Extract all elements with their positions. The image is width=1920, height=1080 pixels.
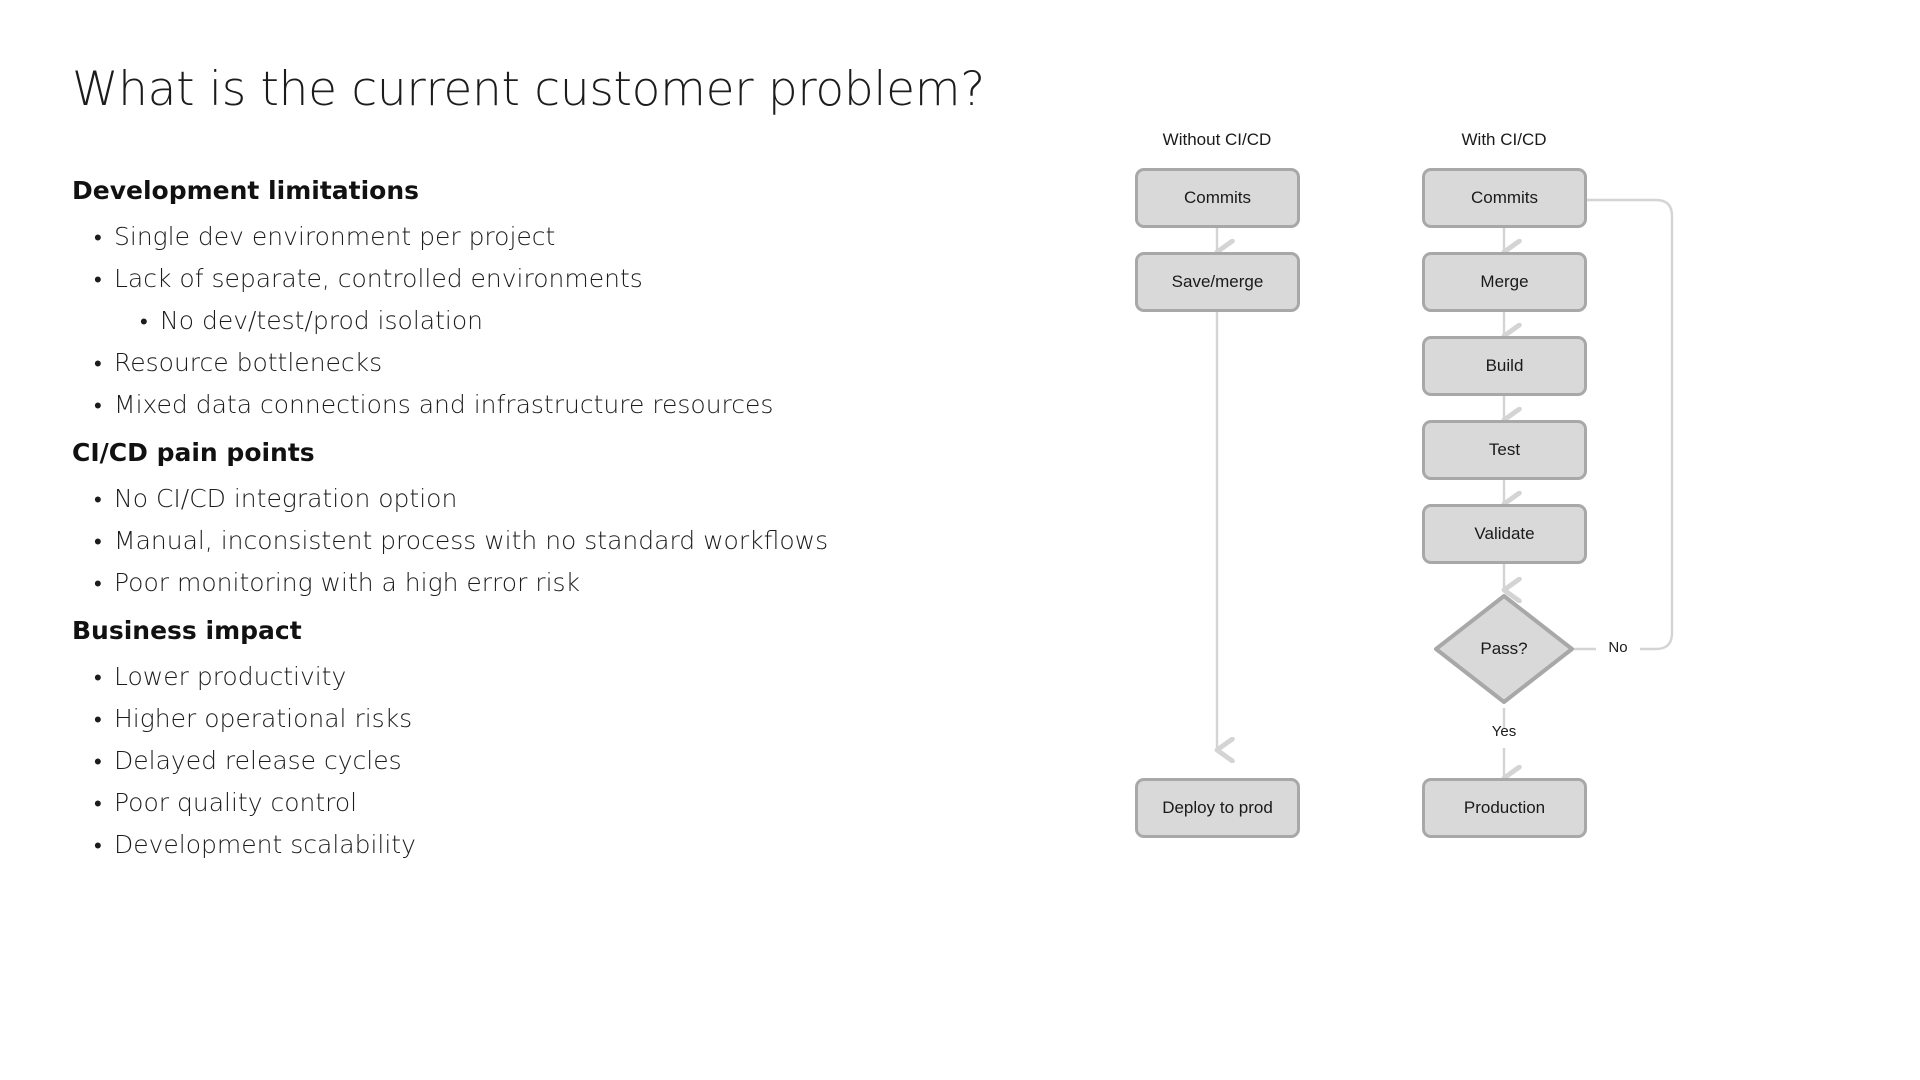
list-item: • Lack of separate, controlled environmen…	[72, 258, 1012, 300]
bullet-dot-icon: •	[94, 708, 102, 733]
flow-node-right-build[interactable]: Build	[1422, 336, 1587, 396]
edge-label-yes: Yes	[1491, 723, 1517, 740]
bullet-list: • Single dev environment per project • Lack…	[72, 216, 1012, 426]
flow-node-left-commits[interactable]: Commits	[1135, 168, 1300, 228]
content-section: Business impact • Lower productivity • Highe…	[72, 618, 1012, 866]
list-item-label: Lower productivity	[114, 662, 347, 691]
list-item-label: Single dev environment per project	[114, 222, 556, 251]
list-item-label: Poor monitoring with a high error risk	[114, 568, 581, 597]
bullet-dot-icon: •	[140, 310, 148, 335]
bullet-dot-icon: •	[94, 750, 102, 775]
content-section: CI/CD pain points • No CI/CD integration o…	[72, 440, 1012, 604]
bullet-dot-icon: •	[94, 352, 102, 377]
list-item: • Mixed data connections and infrastructu…	[72, 384, 1012, 426]
flow-node-right-merge[interactable]: Merge	[1422, 252, 1587, 312]
list-item-label: Manual, inconsistent process with no sta…	[114, 526, 829, 555]
bullet-dot-icon: •	[94, 488, 102, 513]
bullet-dot-icon: •	[94, 268, 102, 293]
list-item-label: Lack of separate, controlled environment…	[114, 264, 643, 293]
list-item-label: Poor quality control	[114, 788, 358, 817]
list-item-label: Resource bottlenecks	[114, 348, 383, 377]
section-heading: Development limitations	[72, 176, 420, 205]
flow-decision-pass[interactable]: Pass?	[1430, 590, 1578, 708]
flow-node-right-commits[interactable]: Commits	[1422, 168, 1587, 228]
list-item: • Manual, inconsistent process with no st…	[72, 520, 1012, 562]
flow-node-right-test[interactable]: Test	[1422, 420, 1587, 480]
flow-node-right-validate[interactable]: Validate	[1422, 504, 1587, 564]
list-item: • Lower productivity	[72, 656, 1012, 698]
list-item: • No CI/CD integration option	[72, 478, 1012, 520]
list-item-label: No dev/test/prod isolation	[160, 306, 483, 335]
list-item: • Development scalability	[72, 824, 1012, 866]
section-heading: CI/CD pain points	[72, 438, 315, 467]
bullet-dot-icon: •	[94, 572, 102, 597]
cicd-flowchart: Without CI/CD With CI/CD Commits Save/me…	[1100, 130, 1820, 1020]
list-item: • Poor quality control	[72, 782, 1012, 824]
page-title: What is the current customer problem?	[72, 62, 985, 117]
list-item: • Single dev environment per project	[72, 216, 1012, 258]
content-column: Development limitations • Single dev envir…	[72, 178, 1012, 870]
flow-node-right-production[interactable]: Production	[1422, 778, 1587, 838]
list-item: • Resource bottlenecks	[72, 342, 1012, 384]
edge-label-no: No	[1608, 639, 1628, 656]
list-item-label: Development scalability	[114, 830, 416, 859]
list-item: • Delayed release cycles	[72, 740, 1012, 782]
content-section: Development limitations • Single dev envir…	[72, 178, 1012, 426]
bullet-list: • Lower productivity • Higher operational r…	[72, 656, 1012, 866]
bullet-list: • No CI/CD integration option • Manual, inc…	[72, 478, 1012, 604]
list-item: • Poor monitoring with a high error risk	[72, 562, 1012, 604]
column-header-with-cicd: With CI/CD	[1461, 130, 1547, 149]
list-item: • No dev/test/prod isolation	[72, 300, 1012, 342]
bullet-dot-icon: •	[94, 530, 102, 555]
list-item-label: Higher operational risks	[114, 704, 413, 733]
bullet-dot-icon: •	[94, 666, 102, 691]
list-item-label: Mixed data connections and infrastructur…	[114, 390, 774, 419]
bullet-dot-icon: •	[94, 834, 102, 859]
section-heading: Business impact	[72, 616, 302, 645]
flow-node-left-save-merge[interactable]: Save/merge	[1135, 252, 1300, 312]
bullet-dot-icon: •	[94, 792, 102, 817]
flow-node-left-deploy-to-prod[interactable]: Deploy to prod	[1135, 778, 1300, 838]
list-item-label: No CI/CD integration option	[114, 484, 458, 513]
column-header-without-cicd: Without CI/CD	[1162, 130, 1272, 149]
flow-decision-pass-label: Pass?	[1480, 639, 1528, 658]
bullet-dot-icon: •	[94, 226, 102, 251]
list-item-label: Delayed release cycles	[114, 746, 402, 775]
bullet-dot-icon: •	[94, 394, 102, 419]
list-item: • Higher operational risks	[72, 698, 1012, 740]
diamond-shape-icon	[1434, 594, 1574, 704]
